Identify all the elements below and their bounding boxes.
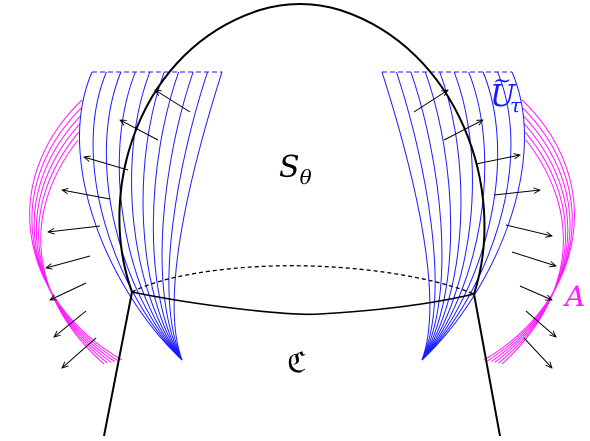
normal-arrow (519, 285, 552, 300)
normal-arrow (54, 310, 87, 337)
magenta-curve (29, 99, 123, 361)
blue-curve (105, 71, 183, 361)
blue-curve (168, 71, 209, 361)
blue-curve (421, 71, 499, 361)
normal-arrow (46, 255, 91, 268)
normal-arrows (46, 90, 556, 368)
magenta-curve (501, 139, 564, 365)
normal-arrow (50, 282, 87, 300)
blue-curve (92, 71, 183, 361)
normal-arrow (523, 337, 552, 368)
svg-text:τ: τ (510, 93, 522, 117)
magenta-curve (483, 99, 575, 361)
normal-arrow (505, 224, 552, 236)
magenta-curve (40, 139, 105, 365)
blue-curve (118, 71, 183, 361)
normal-arrow (511, 251, 556, 266)
normal-arrow (475, 155, 520, 165)
normal-arrow (413, 90, 448, 113)
normal-arrow (525, 310, 556, 337)
dome-outline (118, 3, 486, 295)
normal-arrow (120, 120, 159, 141)
normal-arrow (62, 190, 111, 200)
svg-text:~: ~ (493, 69, 511, 94)
blue-curve (173, 71, 223, 361)
blue-curves-right (381, 71, 525, 361)
magenta-curves-right (483, 99, 575, 365)
normal-arrow (84, 157, 129, 171)
ellipse-front (131, 291, 475, 316)
magenta-curve (36, 123, 112, 363)
blue-curve (421, 71, 473, 361)
magenta-curves-left (29, 99, 123, 365)
label-a: A (562, 280, 585, 313)
label-s-theta: Sθ (279, 150, 312, 189)
magenta-curve (494, 123, 569, 363)
normal-arrow (155, 90, 191, 113)
cylinder-right-side (473, 293, 501, 437)
magenta-curve (31, 107, 119, 362)
magenta-curve (490, 115, 571, 363)
blue-curve (152, 71, 183, 361)
label-u-tau: U ~ τ (490, 69, 522, 117)
label-fraktur-c: ℭ (287, 346, 307, 379)
magenta-curve (498, 131, 566, 364)
ellipse-back-dashed (131, 265, 475, 295)
normal-arrow (48, 225, 101, 232)
blue-curve (142, 71, 183, 361)
normal-arrow (493, 190, 540, 196)
normal-arrow (62, 337, 97, 368)
svg-text:U: U (490, 79, 517, 114)
blue-curve (421, 71, 462, 361)
magenta-curve (38, 131, 108, 364)
blue-curve (421, 71, 486, 361)
blue-curve (79, 71, 183, 361)
blue-curve (161, 71, 194, 361)
blue-curve (421, 71, 525, 361)
blue-curve (395, 71, 436, 361)
magenta-curve (33, 115, 116, 363)
blue-curve (421, 71, 452, 361)
blue-curve (131, 71, 183, 361)
blue-curve (381, 71, 431, 361)
cylinder-left-side (103, 291, 133, 437)
blue-curve (410, 71, 443, 361)
blue-curves-left (79, 71, 223, 361)
normal-arrow (443, 120, 483, 141)
magenta-curve (487, 107, 573, 362)
blue-curve (421, 71, 512, 361)
